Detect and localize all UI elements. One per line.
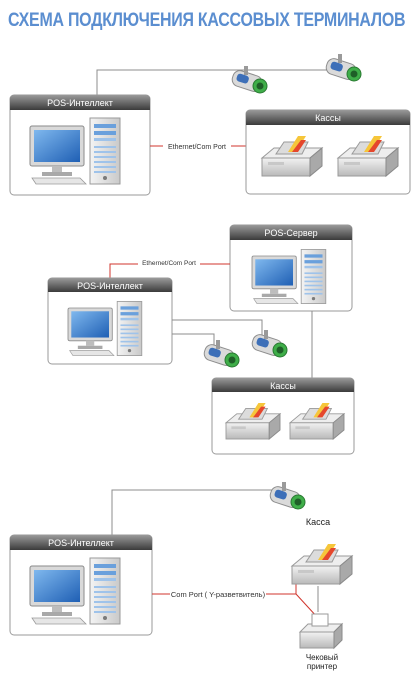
kassy-label-1: Кассы [315,113,341,123]
kassy-box-1: Кассы [245,109,411,195]
kassy-label-2: Кассы [270,381,296,391]
camera-icon [201,339,240,368]
camera-cable-1 [96,69,258,95]
camera-cable-3 [172,319,263,336]
pos-intellect-box-1: POS-Интеллект [9,94,151,196]
link-label-2: Ethernet/Com Port [142,260,196,267]
kassy-box-2: Кассы [211,377,355,455]
camera-icon [249,329,288,358]
printer-label-line1: Чековый [306,653,338,662]
camera-cable-4 [172,333,215,346]
pos-server-box: POS-Сервер [229,224,353,312]
pos-server-label: POS-Сервер [264,228,317,238]
camera-cable-5 [111,489,280,535]
pos-intellect-box-2: POS-Интеллект [47,277,173,365]
link-label-1: Ethernet/Com Port [168,144,226,151]
cash-register-icon [291,543,353,585]
link-label-3: Com Port ( Y-разветвитель) [171,590,266,599]
pos-intellect-box-3: POS-Интеллект [9,534,153,636]
receipt-printer-icon [299,613,343,649]
pos-box-label-3: POS-Интеллект [48,538,114,548]
camera-icon [323,53,362,82]
pos-box-label-2: POS-Интеллект [77,281,143,291]
kassa-label: Касса [306,517,330,527]
page-title: СХЕМА ПОДКЛЮЧЕНИЯ КАССОВЫХ ТЕРМИНАЛОВ [8,10,406,31]
printer-label-line2: принтер [307,662,338,671]
pos-box-label-1: POS-Интеллект [47,98,113,108]
camera-icon [267,481,306,510]
